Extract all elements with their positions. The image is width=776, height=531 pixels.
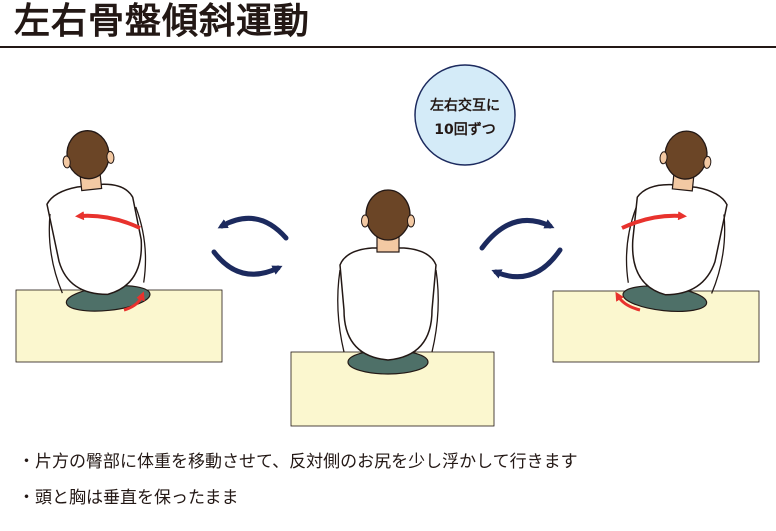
instruction-list: ・片方の臀部に体重を移動させて、反対側のお尻を少し浮かして行きます ・頭と胸は垂… <box>18 450 768 522</box>
right-cycle-arrow-top <box>479 217 555 251</box>
center-person-hair <box>365 189 411 241</box>
right-lower-red-arrow <box>615 291 641 312</box>
badge-line2: 10回ずつ <box>434 121 495 138</box>
left-upper-red-arrow <box>75 211 141 230</box>
right-tilted-person <box>622 130 728 312</box>
badge-circle <box>414 64 516 166</box>
left-person-hair <box>66 130 110 180</box>
right-person-hair <box>664 130 708 180</box>
right-cycle-arrows <box>479 217 563 280</box>
left-cycle-arrow-top <box>217 215 289 241</box>
center-person-shirt <box>339 247 437 361</box>
badge-line1: 左右交互に <box>429 97 500 114</box>
right-cycle-arrow-bottom <box>491 247 563 280</box>
center-upright-person <box>337 189 439 375</box>
left-cycle-arrows <box>211 215 289 277</box>
left-cycle-arrow-bottom <box>211 249 283 277</box>
instruction-item: ・片方の臀部に体重を移動させて、反対側のお尻を少し浮かして行きます <box>18 452 578 472</box>
title-divider <box>0 46 776 48</box>
left-person-shirt <box>46 183 143 296</box>
left-tilted-person <box>46 130 151 312</box>
right-person-shirt <box>631 183 728 296</box>
page-title: 左右骨盤傾斜運動 <box>14 1 311 42</box>
right-upper-red-arrow <box>621 211 687 230</box>
left-lower-red-arrow <box>123 291 145 312</box>
repetition-badge: 左右交互に 10回ずつ <box>414 64 516 166</box>
instruction-item: ・頭と胸は垂直を保ったまま <box>18 488 239 508</box>
